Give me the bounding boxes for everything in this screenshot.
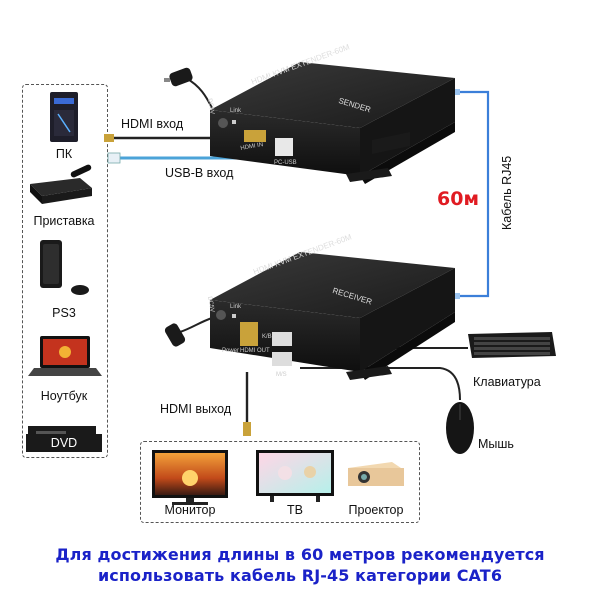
mouse-cable <box>300 367 461 401</box>
source-label-dvd: DVD <box>50 436 78 450</box>
source-label-set-top-box: Приставка <box>33 214 95 228</box>
usb-plug-left <box>107 152 121 164</box>
sender-device <box>210 62 455 184</box>
receiver-port-hdmi: HDMI OUT <box>240 348 270 354</box>
receiver-power-adapter <box>164 323 186 347</box>
projector-icon <box>348 462 404 486</box>
sender-power-adapter <box>164 67 193 87</box>
output-devices-box <box>140 441 420 523</box>
source-devices-box <box>22 84 108 458</box>
rj45-plug-bottom <box>452 293 460 299</box>
receiver-port-power: Power <box>222 348 240 354</box>
keyboard-label: Клавиатура <box>473 375 541 389</box>
keyboard-icon <box>468 332 556 358</box>
rj45-plug-top <box>452 89 460 95</box>
receiver-device <box>210 252 455 380</box>
set-top-box-icon <box>30 164 92 204</box>
output-label-projector: Проектор <box>348 503 404 517</box>
rj45-cable <box>455 90 490 298</box>
hdmi-plug-bottom <box>243 422 251 436</box>
hdmi-out-label: HDMI выход <box>160 402 232 416</box>
distance-label: 60м <box>437 188 479 210</box>
receiver-port-kb: K/B <box>262 334 272 340</box>
monitor-icon <box>152 450 228 505</box>
footer-line-1: Для достижения длины в 60 метров рекомен… <box>55 545 545 564</box>
source-label-ps3: PS3 <box>52 306 76 320</box>
tv-icon <box>256 450 334 502</box>
game-console-icon <box>40 240 89 295</box>
usb-in-label: USB-B вход <box>165 166 234 180</box>
source-label-laptop: Ноутбук <box>40 389 88 403</box>
mouse-label: Мышь <box>478 437 514 451</box>
sender-port-usb: PC-USB <box>274 160 297 166</box>
hdmi-plug-left <box>104 134 114 142</box>
receiver-port-link: Link <box>230 304 242 310</box>
sender-port-link: Link <box>230 108 242 114</box>
footer-line-2: использовать кабель RJ-45 категории CAT6 <box>97 566 503 585</box>
cable-label: Кабель RJ45 <box>500 155 514 230</box>
output-label-tv: ТВ <box>287 503 303 517</box>
output-label-monitor: Монитор <box>164 503 216 517</box>
laptop-icon <box>28 336 102 376</box>
mouse-icon <box>446 402 474 454</box>
receiver-power-cable <box>179 317 213 333</box>
receiver-port-ms: M/S <box>276 372 287 378</box>
source-label-pc: ПК <box>55 147 73 161</box>
pc-tower-icon <box>50 92 78 142</box>
hdmi-in-label: HDMI вход <box>121 117 184 131</box>
